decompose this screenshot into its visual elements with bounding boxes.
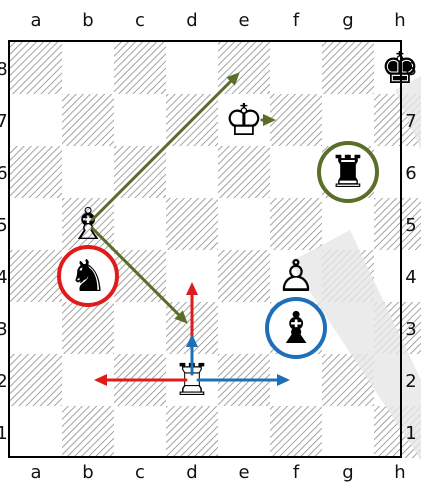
- file-label-top-h: h: [394, 10, 405, 31]
- rank-label-right-1: 1: [405, 423, 416, 444]
- square-f1[interactable]: [270, 406, 322, 458]
- rank-label-left-4: 4: [0, 267, 8, 288]
- file-label-bottom-h: h: [394, 462, 405, 483]
- square-a3[interactable]: [10, 302, 62, 354]
- file-label-top-c: c: [135, 10, 145, 31]
- square-f5[interactable]: [270, 198, 322, 250]
- square-g1[interactable]: [322, 406, 374, 458]
- square-e1[interactable]: [218, 406, 270, 458]
- square-d5[interactable]: [166, 198, 218, 250]
- rank-label-left-7: 7: [0, 111, 8, 132]
- square-d6[interactable]: [166, 146, 218, 198]
- square-c7[interactable]: [114, 94, 166, 146]
- white-bishop-icon[interactable]: ♗: [68, 199, 107, 250]
- square-c1[interactable]: [114, 406, 166, 458]
- rank-label-left-8: 8: [0, 59, 8, 80]
- square-b1[interactable]: [62, 406, 114, 458]
- file-label-bottom-a: a: [30, 462, 41, 483]
- square-b8[interactable]: [62, 42, 114, 94]
- square-d8[interactable]: [166, 42, 218, 94]
- square-c3[interactable]: [114, 302, 166, 354]
- white-king-icon[interactable]: ♔: [224, 95, 263, 146]
- file-label-top-g: g: [342, 10, 353, 31]
- square-e5[interactable]: [218, 198, 270, 250]
- square-a7[interactable]: [10, 94, 62, 146]
- square-a4[interactable]: [10, 250, 62, 302]
- square-c8[interactable]: [114, 42, 166, 94]
- rank-label-right-3: 3: [405, 319, 416, 340]
- rank-label-left-6: 6: [0, 163, 8, 184]
- file-label-top-b: b: [82, 10, 93, 31]
- square-c5[interactable]: [114, 198, 166, 250]
- square-d1[interactable]: [166, 406, 218, 458]
- square-e4[interactable]: [218, 250, 270, 302]
- rank-label-right-4: 4: [405, 267, 416, 288]
- file-label-bottom-b: b: [82, 462, 93, 483]
- square-b3[interactable]: [62, 302, 114, 354]
- square-g7[interactable]: [322, 94, 374, 146]
- file-label-bottom-e: e: [238, 462, 249, 483]
- square-a2[interactable]: [10, 354, 62, 406]
- square-b6[interactable]: [62, 146, 114, 198]
- square-a5[interactable]: [10, 198, 62, 250]
- rank-label-right-6: 6: [405, 163, 416, 184]
- square-b7[interactable]: [62, 94, 114, 146]
- file-label-bottom-c: c: [135, 462, 145, 483]
- square-a8[interactable]: [10, 42, 62, 94]
- black-knight-icon[interactable]: ♞: [68, 251, 107, 302]
- black-king-icon[interactable]: ♚: [380, 43, 419, 94]
- file-label-bottom-g: g: [342, 462, 353, 483]
- square-f6[interactable]: [270, 146, 322, 198]
- rank-label-right-2: 2: [405, 371, 416, 392]
- square-e6[interactable]: [218, 146, 270, 198]
- square-f7[interactable]: [270, 94, 322, 146]
- square-a1[interactable]: [10, 406, 62, 458]
- rank-label-right-5: 5: [405, 215, 416, 236]
- file-label-top-e: e: [238, 10, 249, 31]
- file-label-top-f: f: [293, 10, 300, 31]
- rank-label-left-3: 3: [0, 319, 8, 340]
- square-f8[interactable]: [270, 42, 322, 94]
- white-pawn-icon[interactable]: ♙: [276, 251, 315, 302]
- file-label-top-a: a: [30, 10, 41, 31]
- square-g8[interactable]: [322, 42, 374, 94]
- file-label-bottom-f: f: [293, 462, 300, 483]
- rank-label-left-5: 5: [0, 215, 8, 236]
- file-label-bottom-d: d: [186, 462, 197, 483]
- black-rook-icon[interactable]: ♜: [328, 147, 367, 198]
- black-bishop-icon[interactable]: ♝: [276, 303, 315, 354]
- square-a6[interactable]: [10, 146, 62, 198]
- file-label-top-d: d: [186, 10, 197, 31]
- rank-label-right-7: 7: [405, 111, 416, 132]
- square-e3[interactable]: [218, 302, 270, 354]
- rank-label-left-2: 2: [0, 371, 8, 392]
- rank-label-left-1: 1: [0, 423, 8, 444]
